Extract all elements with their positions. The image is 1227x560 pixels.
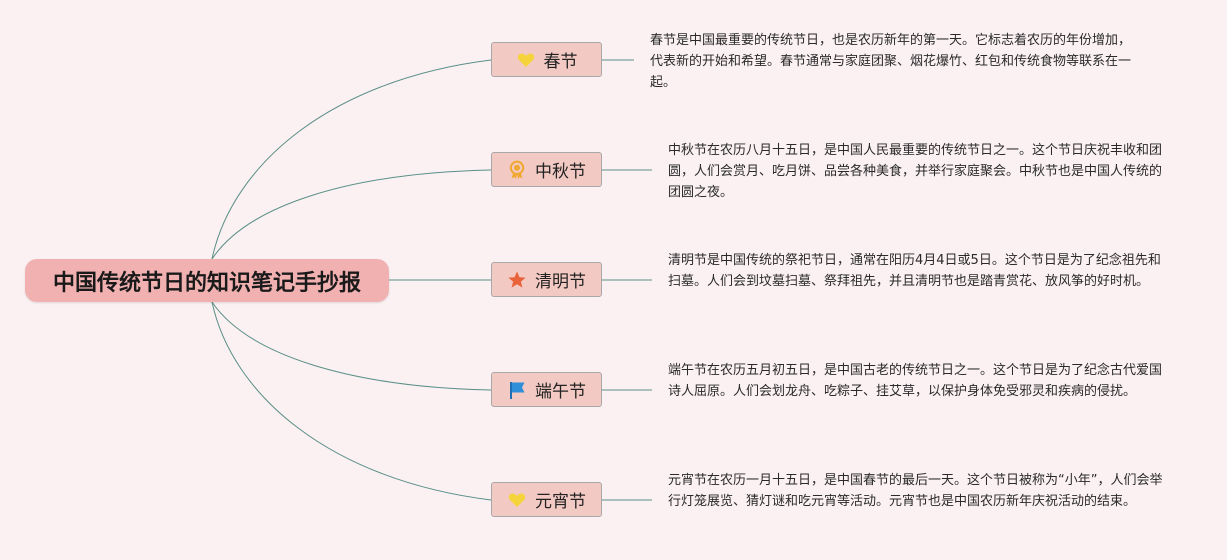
topic-qingming[interactable]: 清明节 xyxy=(491,262,602,297)
description-zhongqiu: 中秋节在农历八月十五日，是中国人民最重要的传统节日之一。这个节日庆祝丰收和团圆，… xyxy=(668,143,1163,200)
topic-label: 清明节 xyxy=(535,272,586,292)
star-icon xyxy=(507,270,527,290)
root-topic[interactable]: 中国传统节日的知识笔记手抄报 xyxy=(25,259,389,302)
topic-yuanxiao[interactable]: 元宵节 xyxy=(491,482,602,517)
description-chunjie: 春节是中国最重要的传统节日，也是农历新年的第一天。它标志着农历的年份增加，代表新… xyxy=(650,33,1132,90)
topic-label: 端午节 xyxy=(535,382,586,402)
topic-zhongqiu[interactable]: 中秋节 xyxy=(491,152,602,187)
heart-icon xyxy=(507,490,527,510)
topic-label: 中秋节 xyxy=(535,162,586,182)
topic-duanwu[interactable]: 端午节 xyxy=(491,372,602,407)
medal-icon xyxy=(507,160,527,180)
topic-label: 元宵节 xyxy=(535,492,586,512)
root-title: 中国传统节日的知识笔记手抄报 xyxy=(52,270,361,296)
flag-icon xyxy=(507,380,527,400)
connector-chunjie xyxy=(211,59,492,260)
connector-duanwu xyxy=(211,301,492,391)
topic-chunjie[interactable]: 春节 xyxy=(491,42,602,77)
description-qingming: 清明节是中国传统的祭祀节日，通常在阳历4月4日或5日。这个节日是为了纪念祖先和扫… xyxy=(668,253,1161,289)
connector-yuanxiao xyxy=(211,301,492,501)
heart-icon xyxy=(516,50,536,70)
connector-zhongqiu xyxy=(211,169,492,260)
topic-label: 春节 xyxy=(543,52,578,72)
description-yuanxiao: 元宵节在农历一月十五日，是中国春节的最后一天。这个节日被称为“小年”，人们会举行… xyxy=(668,473,1163,509)
description-duanwu: 端午节在农历五月初五日，是中国古老的传统节日之一。这个节日是为了纪念古代爱国诗人… xyxy=(668,363,1163,399)
